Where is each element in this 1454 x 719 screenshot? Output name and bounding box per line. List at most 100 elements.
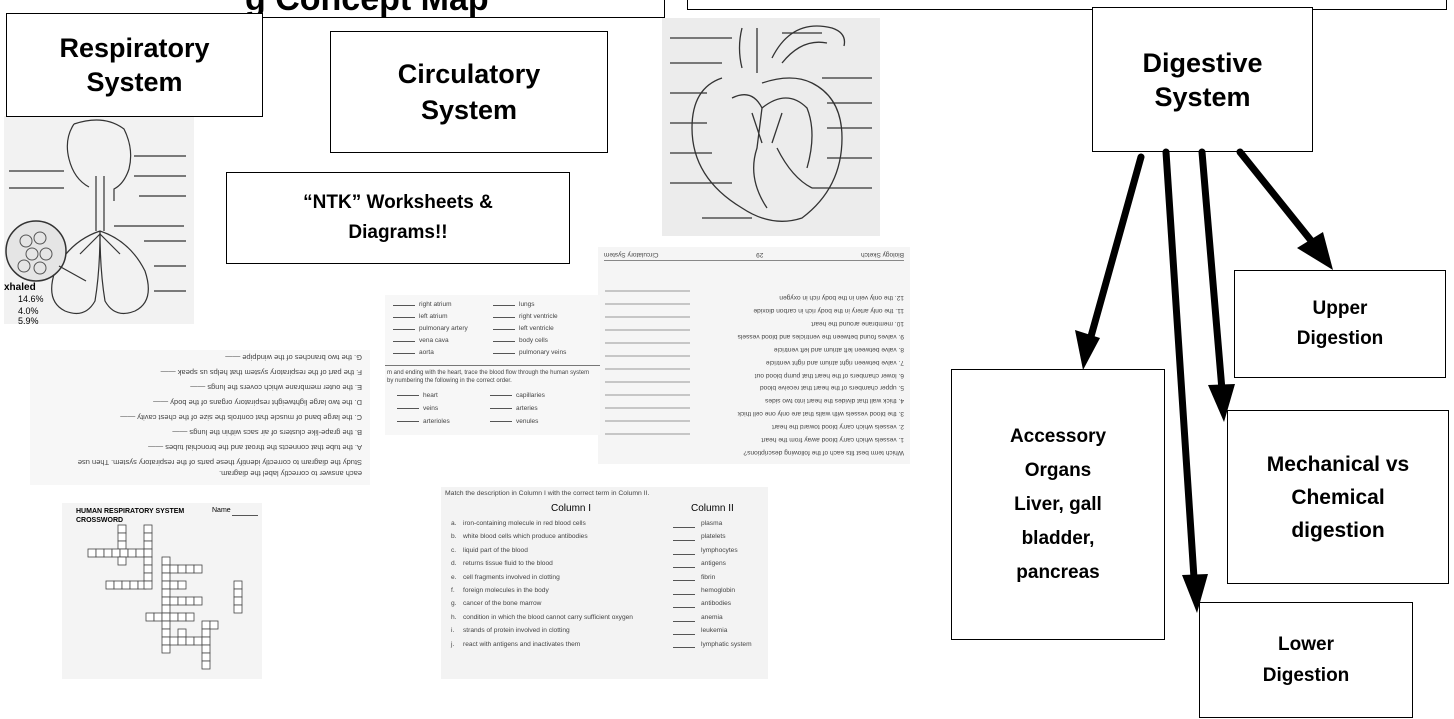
answer-blank[interactable] bbox=[673, 587, 695, 595]
exhaled-value-1: 14.6% bbox=[18, 294, 44, 304]
row-term: lymphatic system bbox=[701, 640, 752, 648]
arrow-to-mechanical bbox=[1198, 148, 1226, 394]
blood-matching-worksheet: Match the description in Column I with t… bbox=[441, 487, 768, 679]
heart-question-2: 2. vessels which carry blood toward the … bbox=[772, 423, 904, 431]
heart-question-5: 5. upper chambers of the heart that rece… bbox=[759, 384, 904, 392]
row-letter: b. bbox=[451, 533, 457, 541]
arrowhead-accessory bbox=[1075, 330, 1100, 370]
row-description: condition in which the blood cannot carr… bbox=[463, 613, 633, 621]
arrow-to-lower bbox=[1162, 148, 1198, 582]
blood-match-row: a. iron-containing molecule in red blood … bbox=[451, 517, 766, 530]
top-frame-right bbox=[687, 0, 1447, 10]
circulatory-line-1: Circulatory bbox=[397, 59, 541, 89]
blood-match-row: h.condition in which the blood cannot ca… bbox=[451, 611, 766, 624]
heart-question-10: 10. membrane around the heart bbox=[811, 319, 904, 327]
resp-question-a: A. the tube that connects the throat and… bbox=[148, 443, 362, 452]
answer-blank[interactable] bbox=[673, 627, 695, 635]
match-right-2: right ventricle bbox=[519, 313, 558, 320]
accessory-line-1: Accessory bbox=[1009, 425, 1107, 447]
answer-blank[interactable] bbox=[673, 614, 695, 622]
column-2-header: Column II bbox=[691, 503, 734, 514]
answer-blank[interactable] bbox=[673, 640, 695, 649]
blood-match-row: b. white blood cells which produce antibo… bbox=[451, 530, 766, 543]
arrowhead-upper bbox=[1297, 232, 1333, 270]
answer-blank[interactable] bbox=[673, 547, 695, 555]
top-frame-left: g Concept Map bbox=[225, 0, 665, 18]
blood-match-instruction: Match the description in Column I with t… bbox=[445, 490, 650, 497]
heart-drawing bbox=[670, 25, 872, 222]
row-description: react with antigens and inactivates them bbox=[463, 640, 581, 648]
heart-question-12: 12. the only vein in the body rich in ox… bbox=[779, 294, 904, 302]
heart-question-header: Which term best fits each of the followi… bbox=[743, 449, 904, 456]
digestive-line-2: System bbox=[1154, 81, 1251, 112]
row-letter: a. bbox=[451, 520, 457, 527]
ntk-worksheets-box: “NTK” Worksheets & Diagrams!! bbox=[226, 172, 570, 264]
respiratory-diagram: xhaled 14.6% 4.0% 5.9% bbox=[4, 116, 194, 324]
respiratory-line-1: Respiratory bbox=[59, 33, 210, 63]
crossword-title: HUMAN RESPIRATORY SYSTEM CROSSWORD bbox=[76, 508, 185, 524]
heart-footer-page: 29 bbox=[756, 251, 764, 258]
crossword-name-blank bbox=[232, 507, 258, 516]
row-letter: d. bbox=[451, 560, 457, 568]
row-letter: f. bbox=[451, 587, 455, 595]
row-letter: c. bbox=[451, 546, 457, 554]
answer-blank[interactable] bbox=[673, 533, 695, 542]
crossword-worksheet: HUMAN RESPIRATORY SYSTEM CROSSWORD Name bbox=[62, 503, 262, 679]
respiratory-system-box: Respiratory System bbox=[6, 13, 263, 117]
match-left-3: pulmonary artery bbox=[419, 325, 468, 332]
lower-line-2: Digestion bbox=[1262, 665, 1350, 686]
match-right-4: body cells bbox=[519, 337, 548, 344]
answer-blank[interactable] bbox=[673, 600, 695, 609]
row-description: cell fragments involved in clotting bbox=[463, 573, 560, 581]
accessory-line-4: bladder, bbox=[1021, 527, 1095, 549]
match-right-5: pulmonary veins bbox=[519, 349, 567, 356]
resp-question-c: C. the large band of muscle that control… bbox=[120, 413, 362, 422]
mechanical-chemical-box: Mechanical vs Chemical digestion bbox=[1227, 410, 1449, 584]
digestive-line-1: Digestive bbox=[1142, 47, 1263, 78]
heart-question-3: 3. the blood vessels with walls that are… bbox=[737, 410, 904, 418]
heart-diagram bbox=[662, 18, 880, 236]
blood-flow-instruction: m and ending with the heart, trace the b… bbox=[387, 370, 590, 384]
heart-footer-left: Biology Sketch bbox=[861, 251, 904, 258]
row-term: lymphocytes bbox=[701, 546, 738, 554]
order-right-2: arteries bbox=[516, 405, 538, 412]
digestive-system-box: Digestive System bbox=[1092, 7, 1313, 152]
match-left-4: vena cava bbox=[419, 337, 449, 344]
resp-question-g: G. the two branches of the windpipe —— bbox=[225, 353, 362, 362]
ntk-line-1: “NTK” Worksheets & bbox=[303, 192, 493, 213]
resp-question-b: B. the grape-like clusters of air sacs w… bbox=[172, 428, 362, 437]
order-left-1: heart bbox=[423, 392, 438, 399]
circulatory-system-box: Circulatory System bbox=[330, 31, 608, 153]
lower-line-1: Lower bbox=[1278, 634, 1334, 655]
lower-digestion-box: Lower Digestion bbox=[1199, 602, 1413, 718]
answer-blank[interactable] bbox=[673, 520, 695, 528]
match-left-2: left atrium bbox=[419, 313, 448, 320]
crossword-name-label: Name bbox=[212, 507, 231, 514]
row-term: antigens bbox=[701, 560, 726, 568]
heart-question-8: 8. valve between left atrium and left ve… bbox=[773, 345, 904, 353]
row-description: cancer of the bone marrow bbox=[463, 600, 542, 608]
page-title: g Concept Map bbox=[245, 0, 489, 17]
row-description: iron-containing molecule in red blood ce… bbox=[463, 520, 586, 527]
accessory-line-5: pancreas bbox=[1016, 561, 1100, 583]
mechanical-line-3: digestion bbox=[1291, 518, 1385, 542]
heart-question-9: 9. valves found between the ventricles a… bbox=[737, 332, 904, 340]
row-description: white blood cells which produce antibodi… bbox=[463, 533, 588, 541]
accessory-line-3: Liver, gall bbox=[1014, 493, 1102, 515]
row-letter: g. bbox=[451, 600, 457, 608]
respiratory-diagram-drawing bbox=[5, 119, 186, 314]
upper-line-2: Digestion bbox=[1296, 328, 1384, 349]
answer-blank[interactable] bbox=[673, 573, 695, 582]
row-letter: e. bbox=[451, 573, 457, 581]
row-description: strands of protein involved in clotting bbox=[463, 627, 570, 635]
row-description: liquid part of the blood bbox=[463, 546, 528, 554]
heart-footer-right: Circulatory System bbox=[604, 251, 659, 258]
match-right-3: left ventricle bbox=[519, 325, 554, 332]
column-1-header: Column I bbox=[551, 503, 592, 514]
answer-blank[interactable] bbox=[673, 560, 695, 568]
mechanical-line-2: Chemical bbox=[1291, 485, 1385, 509]
crossword-grid bbox=[87, 524, 243, 670]
